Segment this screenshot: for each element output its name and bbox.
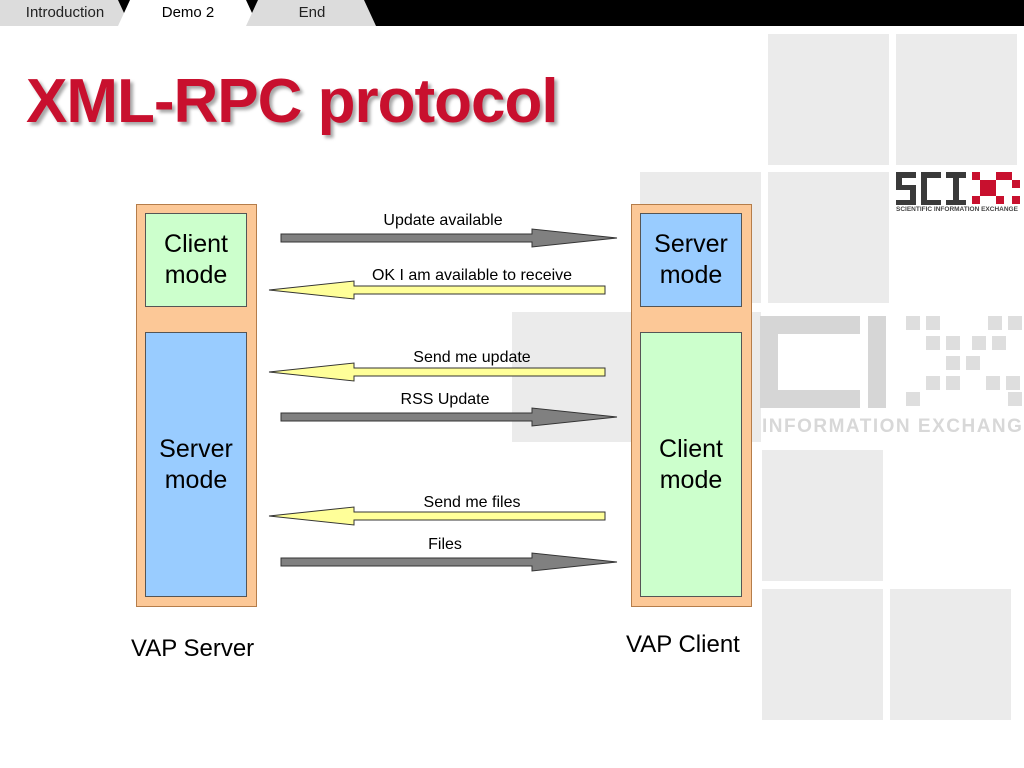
message-label: OK I am available to receive — [371, 267, 573, 284]
message-label: Send me update — [413, 349, 531, 366]
arrow-right — [280, 228, 618, 248]
bg-square — [890, 589, 1011, 720]
arrow-left — [268, 506, 606, 526]
tab-introduction-shape — [0, 0, 130, 26]
message-label: Files — [428, 536, 462, 553]
vap-client-server-mode-label: Server mode — [654, 230, 728, 289]
tab-demo-2-label: Demo 2 — [161, 4, 215, 21]
arrow-right — [280, 407, 618, 427]
scix-logo-subtitle: SCIENTIFIC INFORMATION EXCHANGE — [896, 206, 1018, 213]
arrow-left — [268, 362, 606, 382]
tab-end-shape — [246, 0, 376, 26]
vap-server-server-mode-label: Server mode — [159, 434, 233, 494]
cix-watermark-logo — [760, 316, 1022, 408]
bg-square — [768, 34, 889, 165]
vap-client-label: VAP Client — [626, 631, 740, 658]
bg-square — [762, 589, 883, 720]
vap-client-client-mode-box: Client mode — [640, 332, 742, 597]
tab-end-label: End — [298, 4, 326, 21]
arrow-left — [268, 280, 606, 300]
arrow-right — [280, 552, 618, 572]
vap-server-server-mode-box: Server mode — [145, 332, 247, 597]
vap-server-client-mode-label: Client mode — [164, 230, 228, 289]
vap-server-client-mode-box: Client mode — [145, 213, 247, 307]
message-label: Update available — [383, 212, 503, 229]
slide-title: XML-RPC protocol — [26, 67, 559, 136]
top-nav-bar: Introduction Demo 2 End — [0, 0, 1024, 26]
tab-introduction[interactable]: Introduction — [0, 0, 130, 26]
watermark-subtitle: INFORMATION EXCHANGE — [762, 416, 1024, 437]
vap-server-label: VAP Server — [131, 635, 255, 662]
bg-square — [762, 450, 883, 581]
message-label: RSS Update — [400, 391, 490, 408]
tab-end[interactable]: End — [246, 0, 378, 26]
tab-demo-2-shape — [118, 0, 258, 26]
scix-logo — [896, 172, 1020, 205]
vap-client-server-mode-box: Server mode — [640, 213, 742, 307]
message-label: Send me files — [423, 494, 521, 511]
tab-introduction-label: Introduction — [25, 4, 105, 21]
bg-square — [896, 34, 1017, 165]
vap-client-client-mode-label: Client mode — [659, 434, 723, 494]
bg-square — [768, 172, 889, 303]
tab-demo-2[interactable]: Demo 2 — [118, 0, 258, 26]
